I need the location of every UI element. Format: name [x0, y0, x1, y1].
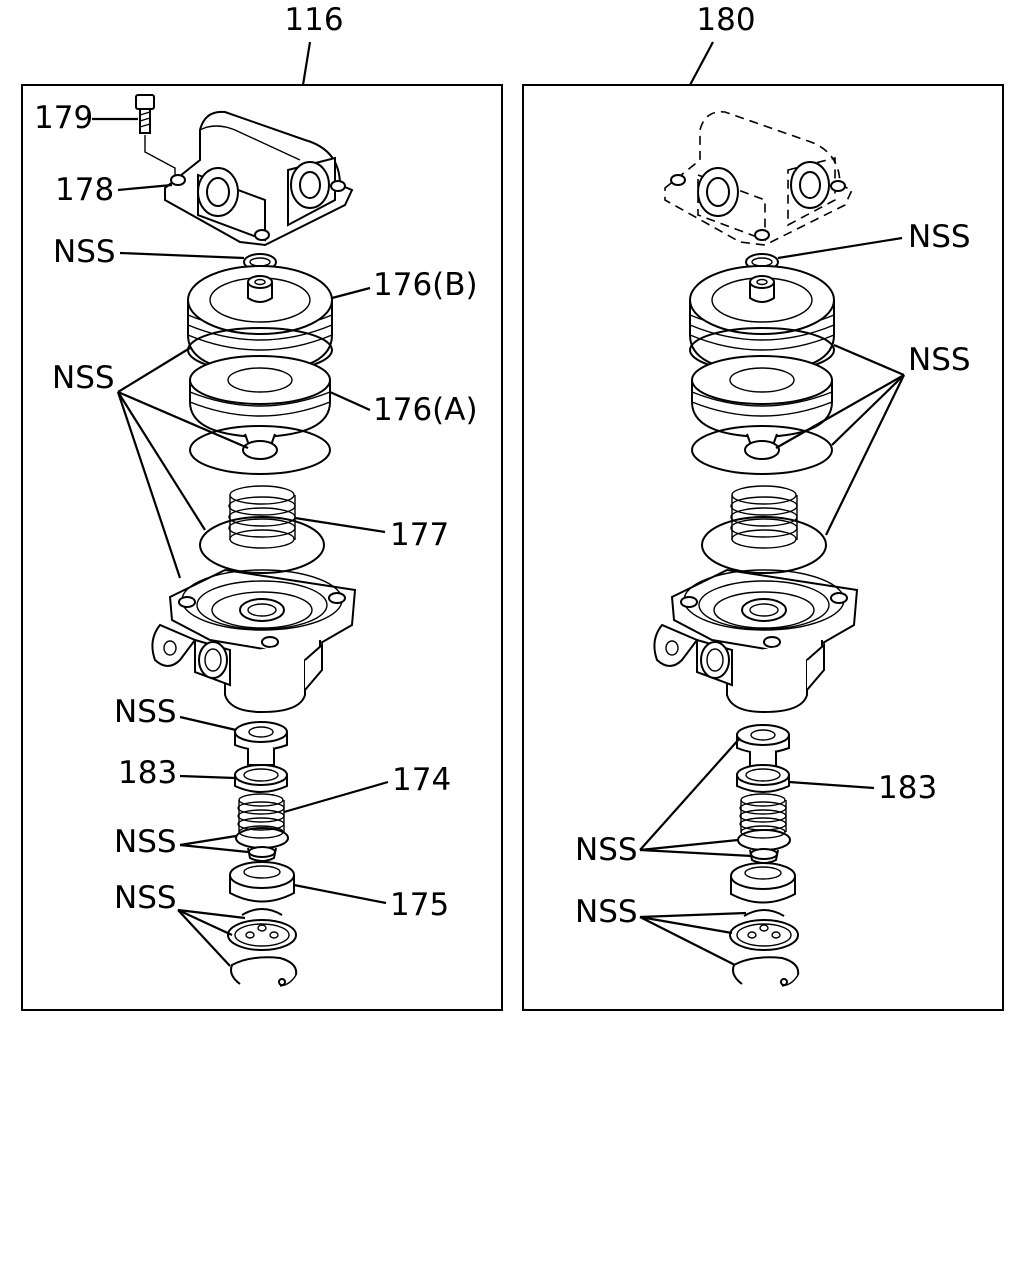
seal-183	[234, 764, 288, 793]
piston-176a	[189, 355, 331, 453]
piston-b-180	[689, 265, 835, 374]
valve-stem	[234, 721, 288, 766]
panel-180: 180 NSS	[522, 2, 1004, 1011]
label-nss-bottom-180: NSS	[575, 894, 638, 930]
label-nss-top-116: NSS	[53, 234, 116, 270]
label-183-180: 183	[878, 770, 937, 806]
leader-nss-top-180	[777, 236, 903, 260]
leader-nss-top-116	[119, 251, 245, 260]
piston-176b	[187, 265, 333, 374]
panel-116-frame	[21, 84, 503, 1011]
bottom-parts-180	[729, 909, 800, 987]
valve-body	[151, 568, 357, 714]
leader-177	[294, 516, 386, 534]
valve-body-180	[653, 568, 859, 714]
ring-lower	[189, 425, 331, 475]
label-176a: 176(A)	[373, 392, 478, 428]
spring-174	[237, 793, 285, 839]
label-174: 174	[392, 762, 451, 798]
label-175: 175	[390, 887, 449, 923]
leader-176b	[331, 286, 371, 300]
panel-180-leader	[689, 41, 714, 86]
bottom-parts-116	[227, 908, 298, 987]
leader-176a	[329, 390, 371, 412]
label-nss-top-180: NSS	[908, 219, 971, 255]
panel-180-frame	[522, 84, 1004, 1011]
leader-178	[117, 183, 173, 192]
label-nss-pair-180: NSS	[575, 832, 638, 868]
label-nss-bottom-116: NSS	[114, 880, 177, 916]
label-nss-valve-116: NSS	[114, 694, 177, 730]
seat-180	[730, 862, 796, 904]
panel-116-number: 116	[284, 2, 343, 38]
cover-178	[164, 110, 354, 247]
label-177: 177	[390, 517, 449, 553]
seat-175	[229, 861, 295, 903]
label-179: 179	[34, 100, 93, 136]
label-183-116: 183	[118, 755, 177, 791]
label-nss-group-116: NSS	[52, 360, 115, 396]
cover-dashed-180	[664, 111, 854, 246]
label-176b: 176(B)	[373, 267, 478, 303]
piston-a-180	[691, 355, 833, 453]
label-178: 178	[55, 172, 114, 208]
label-nss-group-180: NSS	[908, 342, 971, 378]
panel-116-leader	[301, 41, 312, 86]
spring-180	[730, 485, 798, 549]
seal-183-180	[736, 764, 790, 793]
valve-stem-180	[736, 724, 790, 769]
spring-177	[228, 485, 296, 549]
panel-116: 116 179 178 N	[21, 2, 503, 1011]
label-nss-pair-116: NSS	[114, 824, 177, 860]
bolt-179	[135, 94, 155, 134]
panel-180-number: 180	[696, 2, 755, 38]
